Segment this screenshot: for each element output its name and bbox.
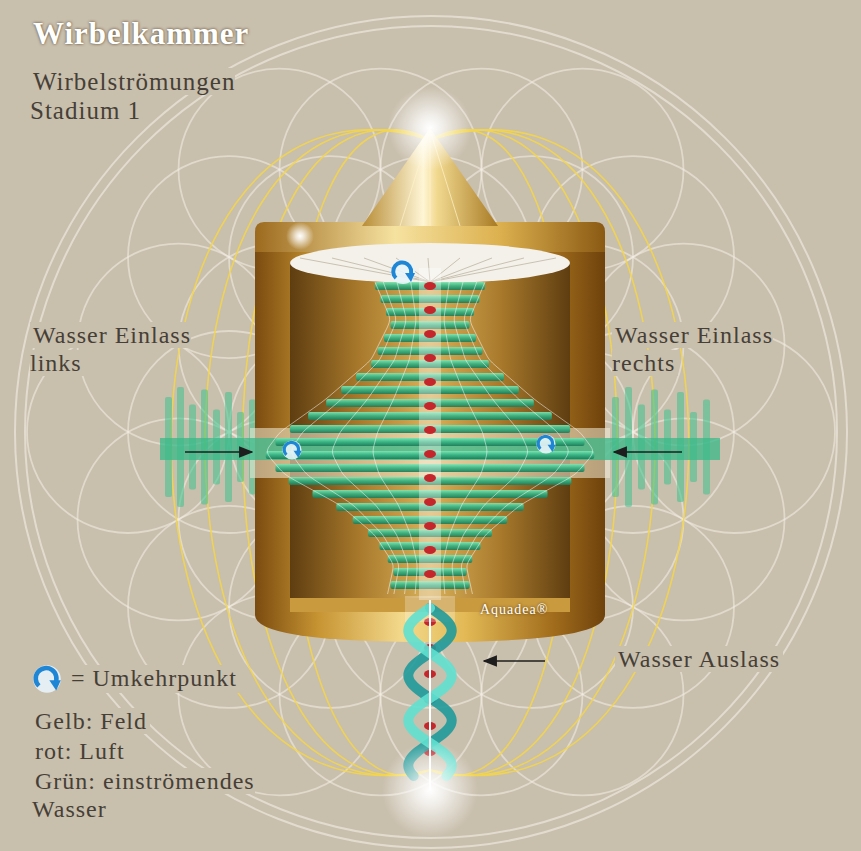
wire-line — [267, 282, 393, 594]
crystal-facet — [300, 258, 430, 282]
rim-glint — [286, 222, 314, 250]
leader-arrow — [614, 451, 682, 453]
color-note-block: Gelb: Feld — [32, 708, 332, 736]
icon-ground — [536, 434, 555, 453]
icon-ground — [33, 665, 61, 693]
crystal-facet — [332, 258, 430, 282]
icon-head — [294, 451, 302, 458]
flow-disc — [290, 425, 570, 433]
air-coil — [424, 282, 436, 290]
color-note: Gelb: Feld — [32, 708, 150, 734]
outlet-label-block: Wasser Auslass — [615, 646, 845, 674]
reversal-icon — [391, 260, 415, 284]
bottom-glow — [382, 742, 478, 838]
reversal-icon — [33, 665, 61, 693]
outlet-label: Wasser Auslass — [615, 646, 783, 672]
outer-circle — [25, 26, 837, 838]
brand-mark-block: Aquadea® — [480, 602, 590, 618]
icon-head — [49, 680, 61, 690]
air-coil — [424, 474, 436, 482]
top-glow — [388, 86, 472, 170]
subtitle: Wirbelströmungen Stadium 1 — [30, 68, 235, 124]
air-coil — [424, 306, 436, 314]
color-note-block: Grün: einströmendes Wasser — [32, 768, 312, 823]
air-coil — [424, 426, 436, 434]
leader-arrow — [484, 660, 545, 662]
wire-line — [373, 282, 417, 594]
legend-entry: = Umkehrpunkt — [32, 664, 240, 694]
air-coil — [424, 330, 436, 338]
wire-line — [452, 282, 527, 594]
color-note-block: rot: Luft — [32, 738, 332, 766]
color-note: rot: Luft — [32, 738, 128, 764]
air-coil — [424, 378, 436, 386]
wire-line — [443, 282, 487, 594]
title-block: Wirbelkammer — [30, 16, 252, 52]
reversal-icon — [536, 434, 555, 453]
diagram-title: Wirbelkammer — [30, 16, 252, 51]
subtitle-block: Wirbelströmungen Stadium 1 — [30, 68, 280, 126]
inlet-label-block: Wasser Einlass links — [30, 322, 235, 377]
air-coil — [424, 570, 436, 578]
icon-ground — [391, 260, 415, 284]
flower-of-life — [27, 69, 835, 796]
reversal-icon — [282, 440, 301, 459]
color-note: Grün: einströmendes Wasser — [32, 768, 255, 822]
flow-disc — [375, 282, 485, 290]
air-coil — [424, 522, 436, 530]
outer-circle — [15, 16, 847, 848]
air-column — [419, 268, 441, 600]
wire-line — [332, 282, 407, 594]
vortex-chamber — [250, 222, 610, 642]
air-coil — [424, 354, 436, 362]
leader-arrow — [185, 451, 252, 453]
brand-mark: Aquadea® — [480, 602, 548, 617]
inlet-label: Wasser Einlass rechts — [612, 322, 773, 376]
icon-head — [405, 273, 415, 282]
inlet-label-block: Wasser Einlass rechts — [612, 322, 827, 377]
air-coil — [424, 402, 436, 410]
chamber-body — [255, 240, 605, 642]
air-coil — [424, 450, 436, 458]
icon-head — [548, 445, 556, 452]
air-coil — [424, 498, 436, 506]
legend-text: = Umkehrpunkt — [68, 665, 240, 693]
wire-line — [467, 282, 593, 594]
crystal-facet — [430, 258, 556, 282]
inlet-label: Wasser Einlass links — [30, 322, 191, 376]
air-coil — [424, 546, 436, 554]
chamber-interior — [290, 262, 570, 600]
legend-symbol — [32, 664, 62, 694]
icon-ground — [282, 440, 301, 459]
crystal-facet — [430, 258, 524, 282]
